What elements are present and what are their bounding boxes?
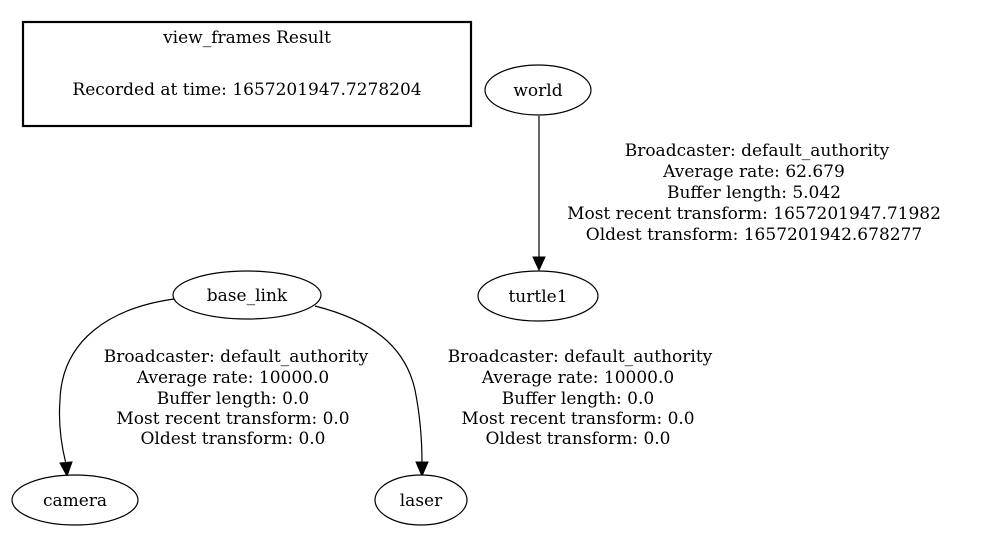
arrowhead <box>532 256 546 272</box>
node-ellipse <box>484 64 592 116</box>
info-box-title: view_frames Result <box>162 28 331 48</box>
edge-label-broadcaster: Broadcaster: default_authority <box>448 347 713 367</box>
info-box: view_frames Result Recorded at time: 165… <box>21 20 473 128</box>
arrowhead <box>59 461 73 478</box>
node-label-laser: laser <box>400 491 443 511</box>
node-laser: laser <box>374 474 468 526</box>
edge-base-link-laser <box>314 305 429 478</box>
edge-label-world-turtle1: Broadcaster: default_authority Average r… <box>567 141 941 245</box>
node-label-base-link: base_link <box>207 286 288 306</box>
edge-label-average-rate: Average rate: 10000.0 <box>136 368 329 388</box>
node-turtle1: turtle1 <box>477 270 599 322</box>
node-ellipse <box>477 270 599 322</box>
edge-line <box>58 298 175 465</box>
edge-label-broadcaster: Broadcaster: default_authority <box>104 347 369 367</box>
edge-label-most-recent: Most recent transform: 1657201947.71982 <box>567 204 941 224</box>
node-camera: camera <box>11 474 139 526</box>
node-label-world: world <box>513 81 562 101</box>
edge-label-buffer-length: Buffer length: 0.0 <box>157 389 309 409</box>
edge-label-oldest: Oldest transform: 1657201942.678277 <box>586 225 922 245</box>
node-ellipse <box>172 270 322 320</box>
arrowhead <box>415 461 429 478</box>
edge-label-oldest: Oldest transform: 0.0 <box>141 429 326 449</box>
edge-label-buffer-length: Buffer length: 0.0 <box>502 389 654 409</box>
edge-label-base-link-laser: Broadcaster: default_authority Average r… <box>448 347 713 449</box>
node-base-link: base_link <box>172 270 322 320</box>
edge-label-average-rate: Average rate: 10000.0 <box>481 368 674 388</box>
edge-label-average-rate: Average rate: 62.679 <box>662 162 845 182</box>
node-label-turtle1: turtle1 <box>508 287 567 307</box>
edge-label-oldest: Oldest transform: 0.0 <box>486 429 671 449</box>
edge-label-most-recent: Most recent transform: 0.0 <box>461 409 694 429</box>
info-box-border <box>21 20 473 128</box>
info-box-recorded-time: Recorded at time: 1657201947.7278204 <box>72 80 421 100</box>
node-ellipse <box>11 474 139 526</box>
node-world: world <box>484 64 592 116</box>
node-ellipse <box>374 474 468 526</box>
edge-line <box>314 305 423 464</box>
edge-label-buffer-length: Buffer length: 5.042 <box>667 183 841 203</box>
edge-base-link-camera <box>58 298 175 478</box>
edge-world-turtle1 <box>532 116 546 272</box>
edge-label-most-recent: Most recent transform: 0.0 <box>116 409 349 429</box>
node-label-camera: camera <box>43 491 107 511</box>
edge-label-base-link-camera: Broadcaster: default_authority Average r… <box>104 347 369 449</box>
edge-label-broadcaster: Broadcaster: default_authority <box>625 141 890 161</box>
